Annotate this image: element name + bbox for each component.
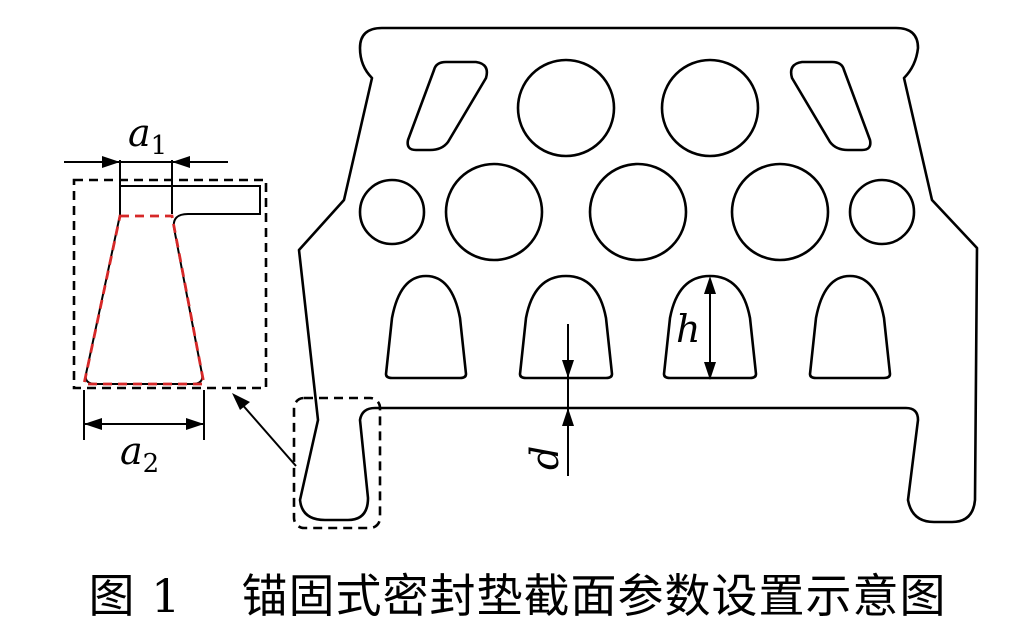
foot-highlight-box <box>292 396 382 530</box>
a1-label: a1 <box>128 111 167 161</box>
figure-caption: 图 1 锚固式密封垫截面参数设置示意图 <box>0 560 1035 626</box>
figure-title: 锚固式密封垫截面参数设置示意图 <box>241 569 947 623</box>
gasket-outline <box>297 26 979 524</box>
mid-hole-3 <box>730 162 830 262</box>
a1-dimension <box>64 156 228 168</box>
mid-hole-small-left <box>358 178 426 246</box>
arch-chamber-4 <box>808 274 892 380</box>
red-trapezoid-outline <box>82 214 206 386</box>
mid-hole-small-right <box>848 178 916 246</box>
h-label: h <box>676 307 700 351</box>
a2-label: a2 <box>120 429 159 479</box>
arch-chamber-2 <box>518 274 614 380</box>
top-hole-left <box>516 58 616 158</box>
d-label: d <box>523 446 567 470</box>
h-dimension <box>704 276 716 380</box>
d-dimension <box>562 324 574 476</box>
right-slanted-slot <box>789 60 872 152</box>
a2-dimension <box>83 390 205 440</box>
arch-chamber-1 <box>384 274 468 380</box>
detail-dashed-box <box>72 178 268 390</box>
detail-foot-profile <box>84 160 261 385</box>
mid-hole-1 <box>444 162 544 262</box>
mid-hole-2 <box>588 162 688 262</box>
left-slanted-slot <box>406 60 489 152</box>
arch-chamber-3 <box>662 274 758 380</box>
figure-number: 图 1 <box>88 569 182 623</box>
detail-leader-arrow <box>232 393 297 467</box>
top-hole-right <box>660 58 760 158</box>
